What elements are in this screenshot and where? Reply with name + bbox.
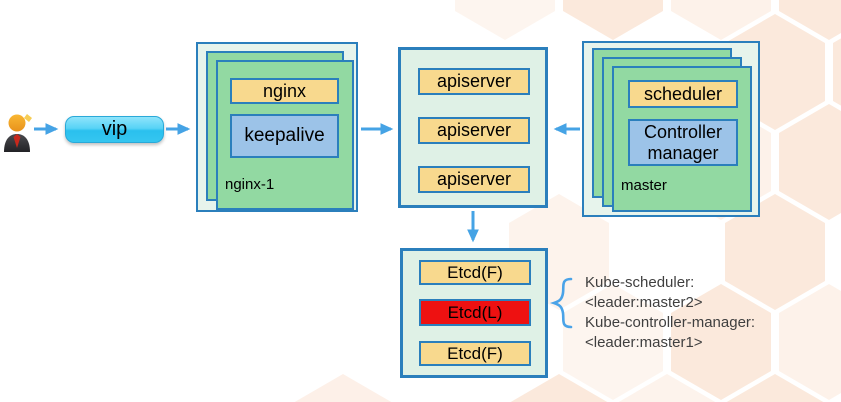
nginx-stack-label: nginx-1 (225, 176, 275, 193)
apiserver-label-3: apiserver (436, 169, 512, 190)
keepalive-label: keepalive (244, 125, 325, 147)
master-stack-label: master (621, 177, 667, 194)
user-icon (2, 106, 38, 154)
nginx-node: nginx (230, 78, 339, 104)
annotation-kube-controller-manager: Kube-controller-manager:<leader:master1> (585, 314, 756, 351)
etcd-follower-node-2: Etcd(F) (419, 341, 531, 366)
apiserver-node-3: apiserver (418, 166, 530, 193)
vip-node: vip (65, 116, 164, 143)
nginx-label: nginx (262, 80, 307, 101)
controller-manager-node: Controller manager (628, 119, 738, 166)
scheduler-label: scheduler (643, 83, 723, 104)
etcd-leader-node: Etcd(L) (419, 299, 531, 326)
etcd-annotation-brace (549, 277, 573, 329)
etcd-label-1: Etcd(F) (447, 262, 503, 282)
etcd-label-3: Etcd(F) (447, 343, 503, 363)
etcd-follower-node-1: Etcd(F) (419, 260, 531, 285)
apiserver-node-2: apiserver (418, 117, 530, 144)
controller-manager-label: Controller manager (643, 121, 723, 163)
etcd-label-2: Etcd(L) (447, 302, 503, 322)
vip-label: vip (101, 118, 128, 140)
apiserver-node-1: apiserver (418, 68, 530, 95)
scheduler-node: scheduler (628, 80, 738, 108)
apiserver-label-2: apiserver (436, 120, 512, 141)
annotation-kube-scheduler: Kube-scheduler:<leader:master2> (585, 274, 703, 311)
keepalive-node: keepalive (230, 114, 339, 158)
apiserver-label-1: apiserver (436, 71, 512, 92)
